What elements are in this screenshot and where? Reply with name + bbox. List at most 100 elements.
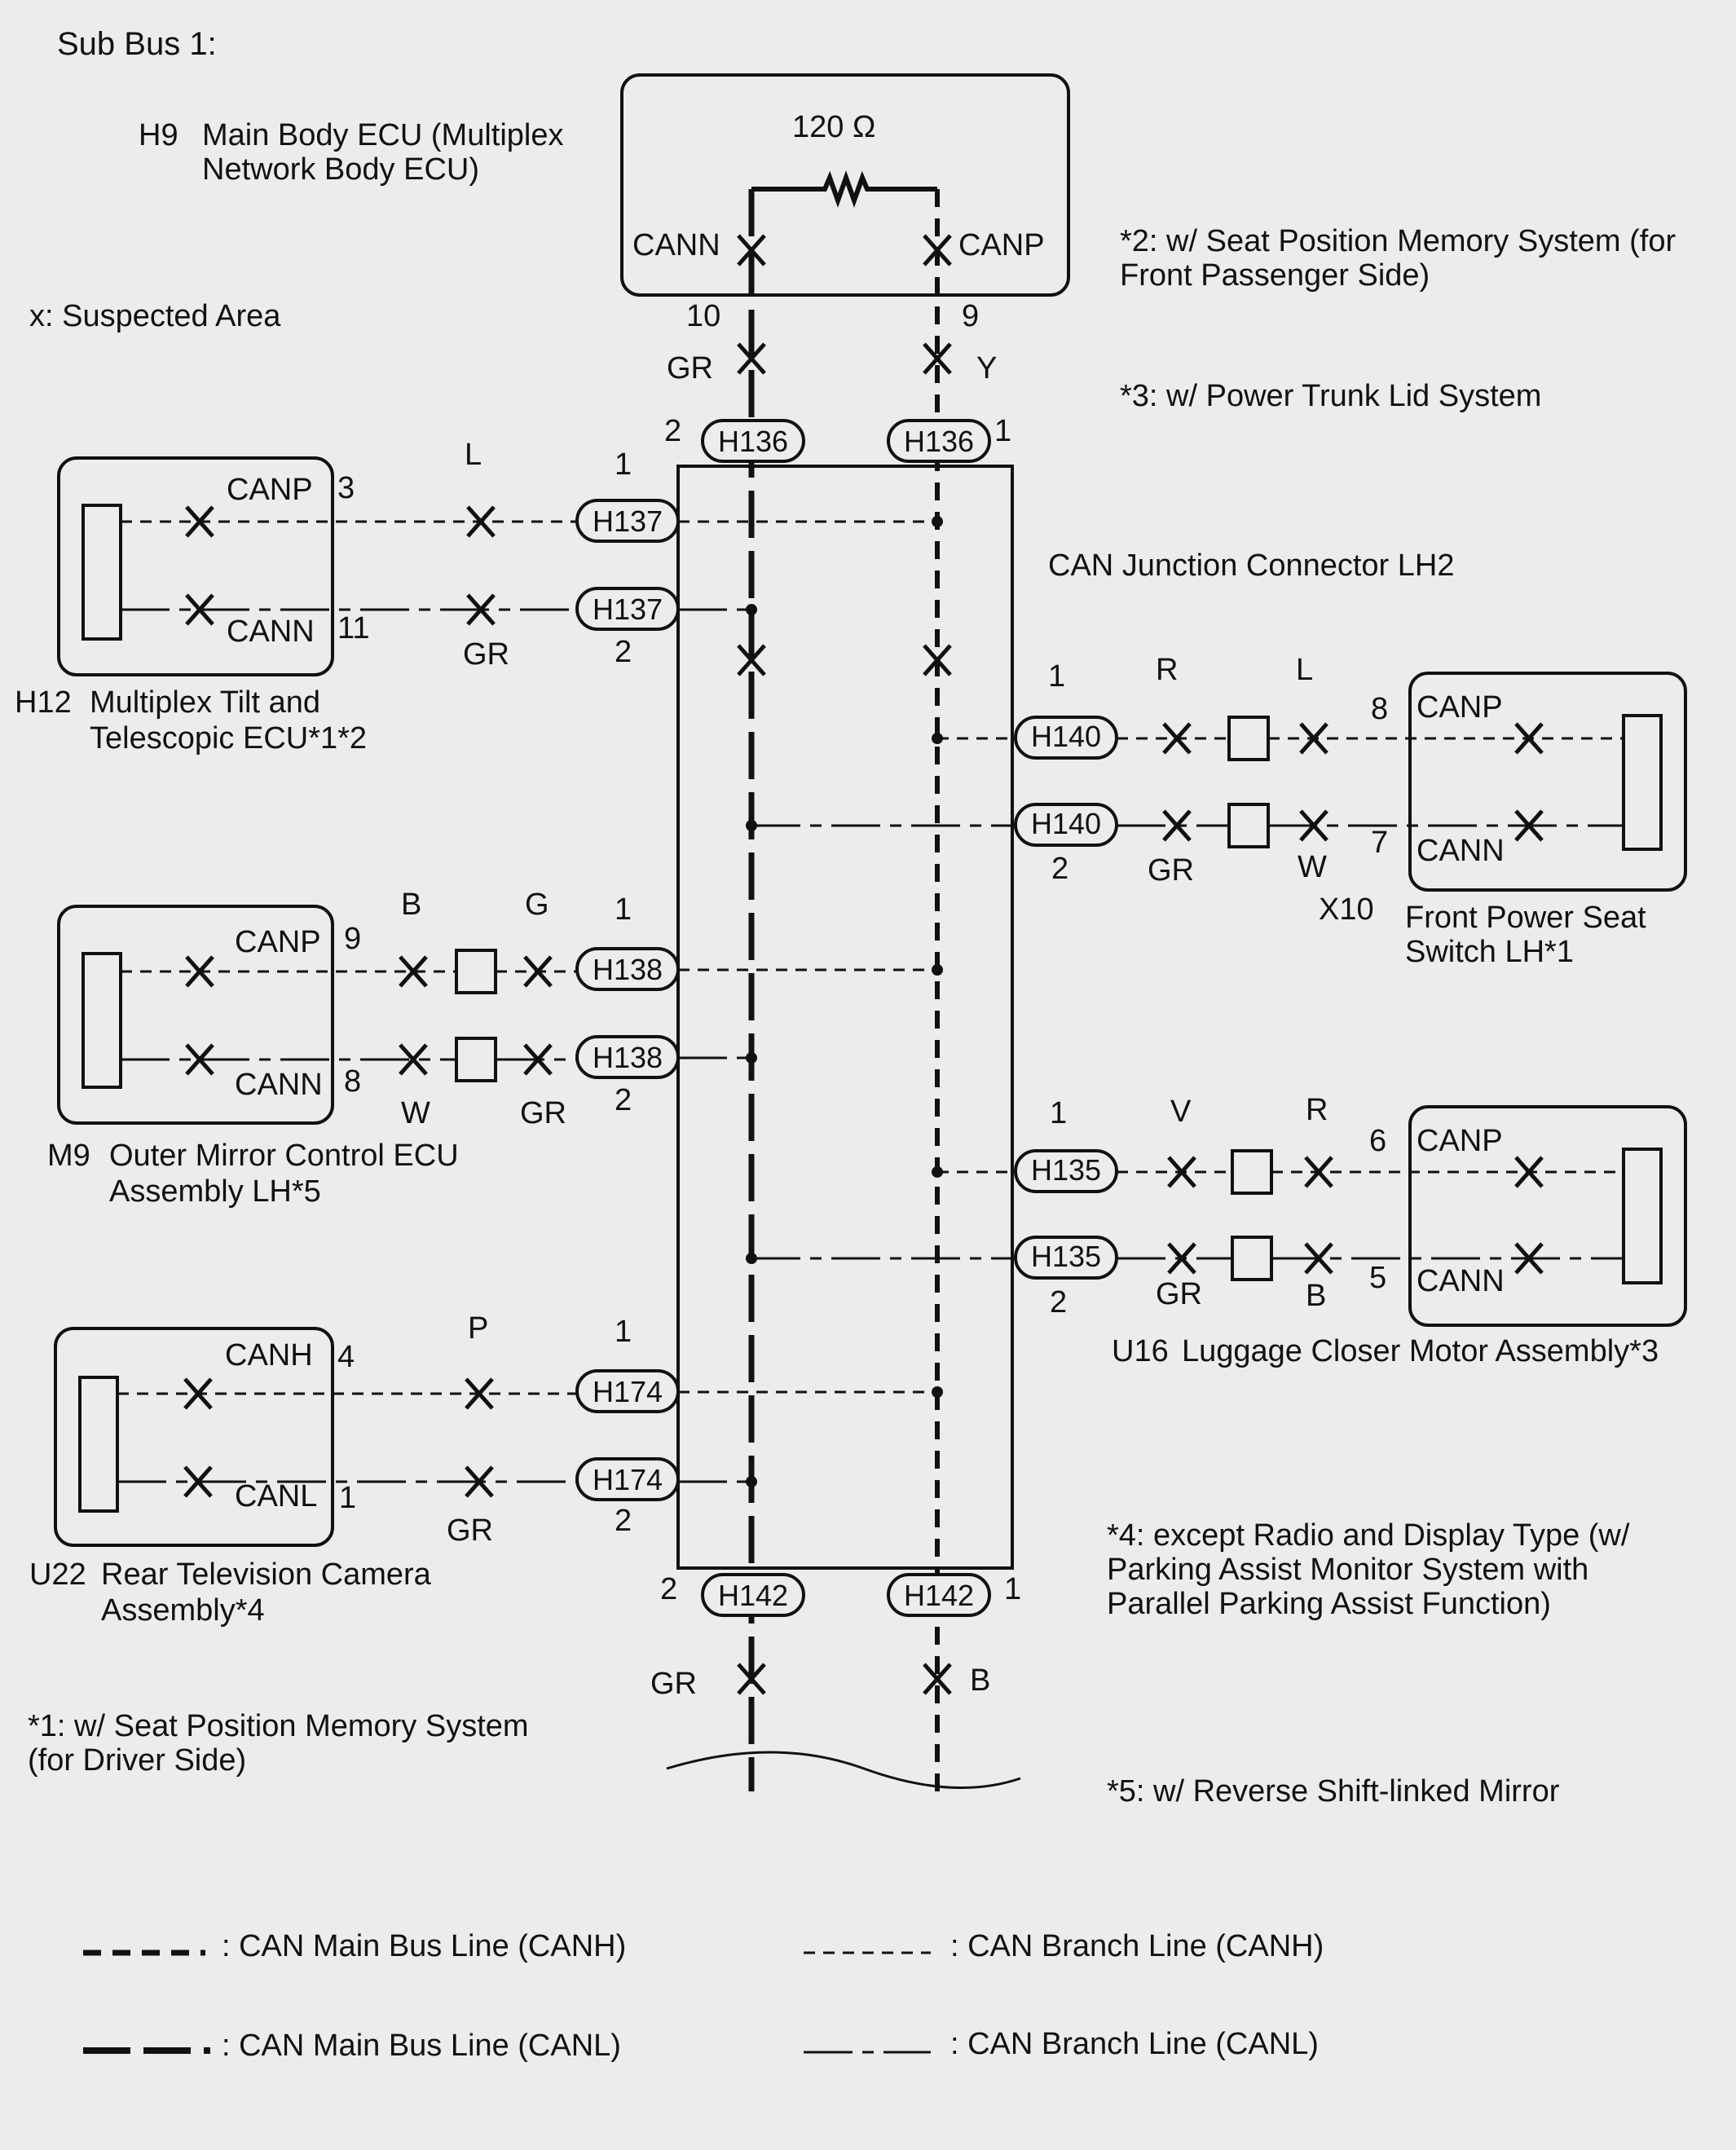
connector-h136-canh: H136 bbox=[887, 419, 991, 463]
h12-code: H12 bbox=[15, 685, 72, 720]
m9-canl-wire-dev: W bbox=[401, 1096, 430, 1130]
note-5: *5: w/ Reverse Shift-linked Mirror bbox=[1107, 1774, 1560, 1809]
svg-text:H142: H142 bbox=[718, 1579, 788, 1612]
note-1-line1: *1: w/ Seat Position Memory System bbox=[28, 1709, 529, 1743]
m9-canh-label: CANP bbox=[235, 925, 321, 959]
x10-canh-wire: R bbox=[1156, 653, 1178, 687]
connector-h137-canl: H137 bbox=[593, 593, 663, 626]
h140-canh-pin: 1 bbox=[1048, 659, 1065, 694]
h135-canl-pin: 2 bbox=[1050, 1285, 1067, 1320]
connector-h135-canl: H135 bbox=[1031, 1240, 1101, 1273]
main-ecu-name-line1: Main Body ECU (Multiplex bbox=[202, 118, 563, 152]
h136-canl-pin: 2 bbox=[664, 414, 681, 448]
suspected-area-note: x: Suspected Area bbox=[29, 299, 281, 333]
x10-name-line2: Switch LH*1 bbox=[1405, 935, 1574, 969]
u16-canh-label: CANP bbox=[1417, 1124, 1503, 1158]
m9-canh-pin: 9 bbox=[344, 922, 361, 956]
h137-canl-pin: 2 bbox=[615, 635, 632, 669]
u16-canl-pin: 5 bbox=[1369, 1261, 1386, 1295]
x10-canl-pin: 7 bbox=[1371, 826, 1388, 860]
m9-name-line2: Assembly LH*5 bbox=[109, 1174, 321, 1209]
h137-canh-pin: 1 bbox=[615, 447, 632, 482]
main-ecu-canl-pin: 10 bbox=[686, 299, 720, 333]
note-4-line1: *4: except Radio and Display Type (w/ bbox=[1107, 1518, 1630, 1553]
h136-canh-pin: 1 bbox=[994, 414, 1011, 448]
u16-canh-wire-dev: R bbox=[1306, 1093, 1328, 1127]
h12-name-line1: Multiplex Tilt and bbox=[90, 685, 320, 720]
u16-canl-wire: GR bbox=[1156, 1277, 1202, 1311]
terminating-resistor-label: 120 Ω bbox=[792, 110, 875, 144]
connector-h142-canl: H142 bbox=[701, 1573, 805, 1617]
connector-h140-canl: H140 bbox=[1031, 807, 1101, 840]
connector-h136-canl: H136 bbox=[701, 419, 805, 463]
x10-canh-wire-dev: L bbox=[1296, 653, 1313, 687]
h12-canl-pin: 11 bbox=[337, 611, 369, 645]
legend-main-canh: : CAN Main Bus Line (CANH) bbox=[222, 1929, 626, 1963]
device-h12 bbox=[57, 456, 680, 676]
m9-canh-wire: G bbox=[525, 888, 549, 922]
legend-main-canl: : CAN Main Bus Line (CANL) bbox=[222, 2029, 621, 2063]
note-2-line1: *2: w/ Seat Position Memory System (for bbox=[1120, 224, 1676, 258]
connector-h140-canh: H140 bbox=[1031, 720, 1101, 753]
main-ecu-canl-wire: GR bbox=[667, 351, 713, 386]
h12-canl-wire: GR bbox=[463, 637, 509, 672]
u16-name: Luggage Closer Motor Assembly*3 bbox=[1182, 1334, 1659, 1368]
h138-canh-pin: 1 bbox=[615, 892, 632, 927]
can-junction-connector: CAN Junction Connector LH2 bbox=[676, 465, 1454, 1570]
connector-h174-canh: H174 bbox=[593, 1375, 663, 1408]
u22-code: U22 bbox=[29, 1557, 86, 1592]
note-4-line3: Parallel Parking Assist Function) bbox=[1107, 1587, 1551, 1621]
legend-branch-canl: : CAN Branch Line (CANL) bbox=[950, 2027, 1319, 2061]
note-3: *3: w/ Power Trunk Lid System bbox=[1120, 379, 1541, 413]
u16-canh-wire: V bbox=[1170, 1095, 1192, 1129]
note-1-line2: (for Driver Side) bbox=[28, 1743, 246, 1778]
h12-canh-pin: 3 bbox=[337, 471, 355, 505]
note-2-line2: Front Passenger Side) bbox=[1120, 258, 1430, 293]
m9-canl-wire: GR bbox=[520, 1096, 566, 1130]
x10-code: X10 bbox=[1319, 892, 1374, 927]
svg-text:H142: H142 bbox=[904, 1579, 974, 1612]
main-ecu-canl-label: CANN bbox=[632, 228, 720, 262]
connector-h138-canl: H138 bbox=[593, 1041, 663, 1074]
u22-canl-pin: 1 bbox=[339, 1481, 356, 1515]
device-u22 bbox=[54, 1327, 680, 1547]
connector-h137-canh: H137 bbox=[593, 504, 663, 538]
m9-canl-label: CANN bbox=[235, 1068, 323, 1102]
x10-name-line1: Front Power Seat bbox=[1405, 901, 1646, 935]
h174-canh-pin: 1 bbox=[615, 1315, 632, 1349]
u16-canh-pin: 6 bbox=[1369, 1124, 1386, 1158]
x10-canl-label: CANN bbox=[1417, 834, 1505, 868]
svg-text:H136: H136 bbox=[904, 425, 974, 458]
main-ecu-canh-label: CANP bbox=[958, 228, 1045, 262]
connector-h138-canh: H138 bbox=[593, 953, 663, 986]
main-ecu-canh-wire: Y bbox=[976, 351, 997, 386]
legend-branch-canh: : CAN Branch Line (CANH) bbox=[950, 1929, 1324, 1963]
h12-canh-wire: L bbox=[465, 438, 482, 472]
junction-dots bbox=[746, 516, 943, 1487]
m9-name-line1: Outer Mirror Control ECU bbox=[109, 1139, 459, 1173]
note-4-line2: Parking Assist Monitor System with bbox=[1107, 1553, 1588, 1587]
connector-h174-canl: H174 bbox=[593, 1463, 663, 1496]
x10-canh-label: CANP bbox=[1417, 690, 1503, 725]
terminating-resistor bbox=[751, 170, 937, 208]
device-x10 bbox=[1014, 672, 1687, 892]
connector-h135-canh: H135 bbox=[1031, 1153, 1101, 1187]
m9-canh-wire-dev: B bbox=[401, 888, 421, 922]
h12-name-line2: Telescopic ECU*1*2 bbox=[90, 721, 367, 756]
h138-canl-pin: 2 bbox=[615, 1083, 632, 1117]
u22-canh-label: CANH bbox=[225, 1338, 313, 1372]
device-u16 bbox=[1014, 1105, 1687, 1327]
svg-text:H136: H136 bbox=[718, 425, 788, 458]
diagram-title: Sub Bus 1: bbox=[57, 26, 217, 62]
x10-canl-wire-dev: W bbox=[1298, 850, 1327, 884]
u22-canh-pin: 4 bbox=[337, 1340, 355, 1374]
u16-code: U16 bbox=[1112, 1334, 1169, 1368]
h142-canh-wire: B bbox=[970, 1663, 990, 1698]
legend bbox=[83, 1950, 931, 2054]
u22-canh-wire: P bbox=[468, 1311, 488, 1346]
h135-canh-pin: 1 bbox=[1050, 1096, 1067, 1130]
x10-canh-pin: 8 bbox=[1371, 692, 1388, 726]
u16-canl-label: CANN bbox=[1417, 1264, 1505, 1298]
h12-canl-label: CANN bbox=[227, 615, 315, 649]
m9-canl-pin: 8 bbox=[344, 1064, 361, 1099]
